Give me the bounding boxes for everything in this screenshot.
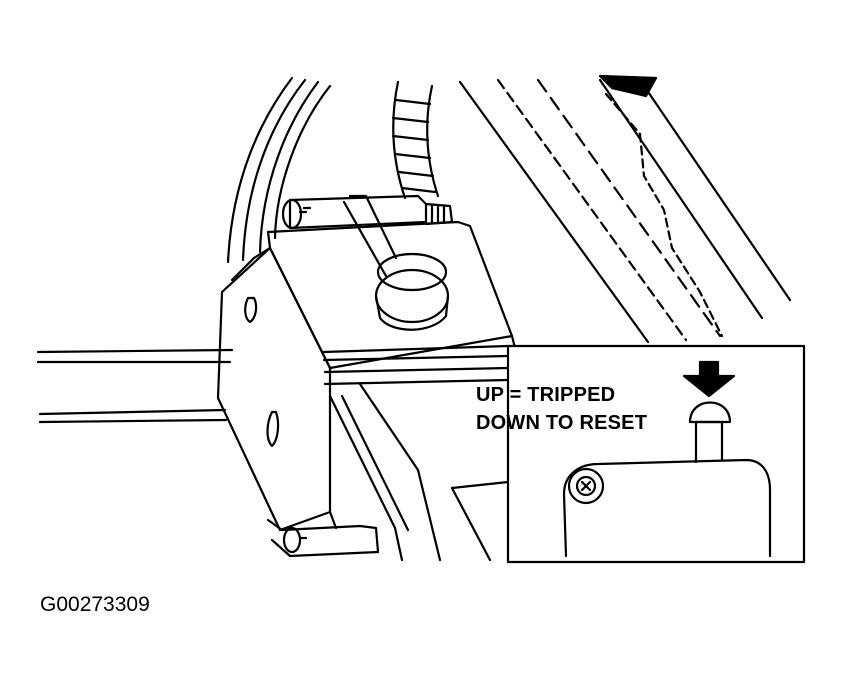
reset-button <box>374 252 450 331</box>
corrugated-conduit <box>391 80 440 200</box>
background-panel <box>458 74 792 344</box>
wire-harness <box>226 76 332 264</box>
mounting-bracket <box>323 366 510 562</box>
lower-terminal <box>266 518 380 558</box>
inset-label-down-reset: DOWN TO RESET <box>476 412 648 434</box>
figure-id: G00273309 <box>40 593 150 616</box>
inset-detail <box>506 344 806 564</box>
reset-arrow-icon <box>682 360 736 398</box>
retaining-strap <box>342 194 398 278</box>
upper-terminal <box>281 194 454 230</box>
inset-label-up-tripped: UP = TRIPPED <box>476 384 616 406</box>
screw-icon <box>567 467 605 505</box>
mounting-rails <box>36 344 510 424</box>
circuit-breaker-body <box>216 220 518 532</box>
